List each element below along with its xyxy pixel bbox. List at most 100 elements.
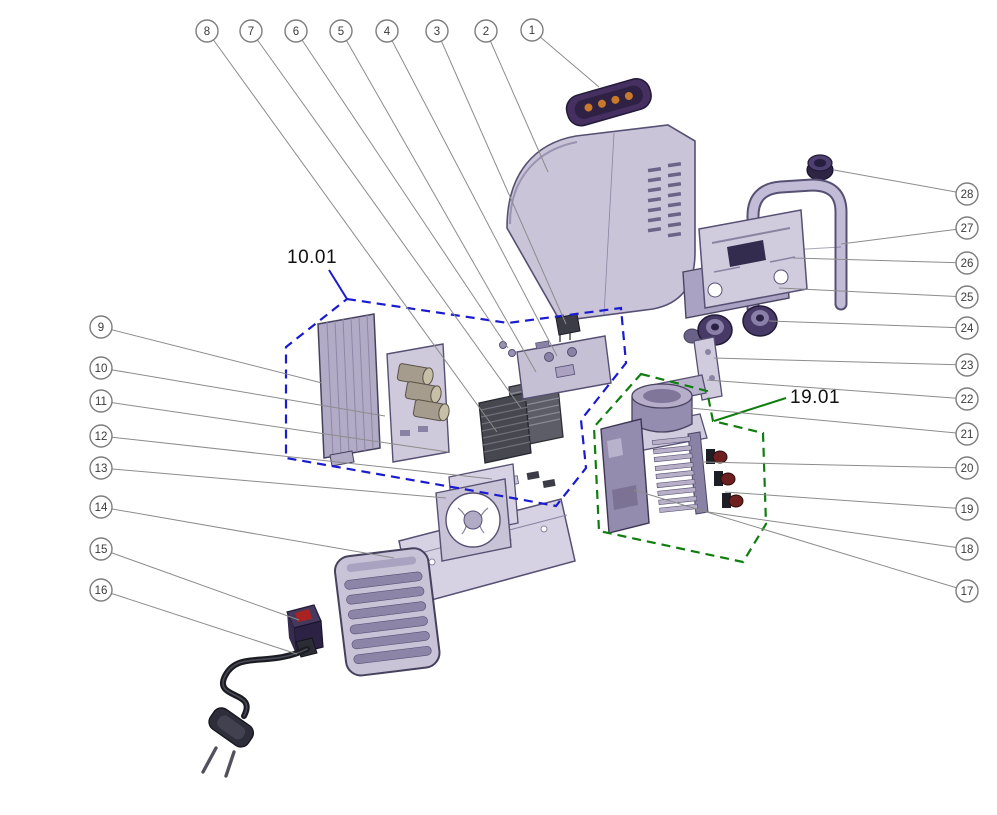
callout-circle-21 [955,422,979,446]
callout-number-12: 12 [95,431,108,443]
primary-heatsink-fins [326,314,374,457]
part-front-grille [333,547,441,677]
group-label-10-01: 10.01 [287,247,337,268]
callout-circle-23 [955,353,979,377]
callout-number-14: 14 [95,502,108,514]
leader-line-11 [100,400,449,453]
callout-circle-2 [474,19,498,43]
callout-circle-14 [89,495,113,519]
part-power-pcb [600,418,650,534]
callout-number-7: 7 [248,26,254,38]
callout-number-19: 19 [961,504,974,516]
leader-line-13 [100,467,447,499]
part-handle [565,78,652,127]
group-label-19-01: 19.01 [790,387,840,408]
callout-number-26: 26 [961,258,974,270]
callout-number-18: 18 [961,544,974,556]
callout-number-22: 22 [961,394,974,406]
callout-circle-28 [955,182,979,206]
leader-line-8 [206,30,498,433]
callout-number-23: 23 [961,360,974,372]
callout-circle-18 [955,537,979,561]
plug-prong [201,746,218,774]
part-knobs [683,305,778,346]
leader-line-2 [485,30,549,173]
group-outline-10-01 [284,297,628,508]
callout-circle-17 [955,579,979,603]
callout-number-2: 2 [483,26,489,38]
callout-circle-19 [955,497,979,521]
callout-circle-9 [89,315,113,339]
grille-slats [344,571,432,665]
callout-circle-22 [955,387,979,411]
callout-circle-5 [329,19,353,43]
callout-number-9: 9 [98,322,104,334]
leader-line-6 [295,30,509,349]
cover-vents [647,162,682,238]
group-label-line-10-01 [328,269,348,300]
callout-circle-6 [284,19,308,43]
callout-number-8: 8 [204,26,210,38]
machine-parts [201,78,848,778]
callout-circle-8 [195,19,219,43]
part-output-terminals [706,449,744,508]
callout-circle-7 [239,19,263,43]
callout-circle-16 [89,578,113,602]
part-top-knob [806,154,834,181]
callout-number-16: 16 [95,585,108,597]
leader-line-14 [100,506,395,559]
part-cover [506,124,696,322]
part-primary-heatsink-plate [317,313,381,467]
leader-line-3 [436,30,567,325]
callout-number-25: 25 [961,292,974,304]
callout-circle-24 [955,316,979,340]
leader-line-1 [531,29,600,88]
leader-line-24 [768,320,968,329]
callout-circle-15 [89,537,113,561]
callout-number-17: 17 [961,586,974,598]
callout-number-10: 10 [95,363,108,375]
leader-line-15 [100,548,300,621]
part-front-panel [698,209,808,309]
callout-number-15: 15 [95,544,108,556]
plug-prong [224,750,236,778]
leader-line-23 [713,357,968,366]
leader-line-7 [250,30,522,409]
leader-line-18 [707,511,968,550]
callout-circle-4 [375,19,399,43]
callout-number-27: 27 [961,223,974,235]
callout-leader-lines [100,29,968,655]
leader-line-22 [706,379,968,400]
leader-line-25 [778,287,968,298]
part-capacitors [396,363,450,422]
callout-circle-20 [955,456,979,480]
leader-line-17 [633,489,968,592]
callout-circle-1 [520,18,544,42]
part-mounting-plate [516,335,612,400]
callout-number-24: 24 [961,323,974,335]
leader-line-12 [100,435,493,480]
leader-line-10 [100,367,386,417]
leader-line-20 [701,461,968,469]
callout-number-20: 20 [961,463,974,475]
callout-circle-26 [955,251,979,275]
leader-line-4 [386,30,558,357]
leader-line-26 [792,257,968,264]
leader-line-19 [724,491,968,510]
callout-circle-25 [955,285,979,309]
group-label-line-19-01 [713,397,787,422]
callout-number-5: 5 [338,26,344,38]
callout-number-4: 4 [384,26,391,38]
callout-circle-11 [89,389,113,413]
leader-line-21 [689,407,968,435]
leader-line-5 [340,30,537,373]
callout-circle-27 [955,216,979,240]
part-base-and-fan [398,463,576,606]
leader-line-16 [100,589,298,655]
callout-circle-12 [89,424,113,448]
callout-circle-10 [89,356,113,380]
callout-number-6: 6 [293,26,299,38]
